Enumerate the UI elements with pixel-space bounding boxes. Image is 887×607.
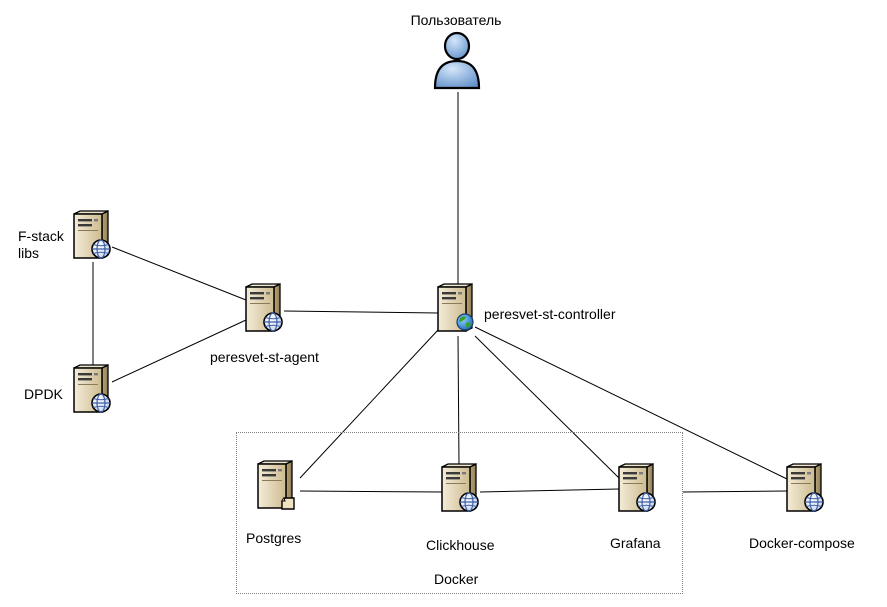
edge-clickhouse-grafana (479, 488, 620, 493)
edge-fstack-agent (111, 246, 247, 301)
edge-controller-clickhouse (457, 335, 460, 466)
edge-controller-grafana (474, 335, 620, 479)
docker-compose-label: Docker-compose (749, 535, 855, 551)
edge-postgres-clickhouse (299, 490, 443, 493)
clickhouse-server-icon[interactable] (440, 462, 480, 518)
user-icon[interactable] (432, 30, 482, 92)
edge-controller-compose (474, 326, 790, 481)
docker-group-box (236, 432, 683, 594)
grafana-label: Grafana (610, 535, 661, 551)
edge-layer (92, 92, 790, 493)
agent-label: peresvet-st-agent (210, 349, 319, 365)
edge-dpdk-agent (111, 319, 247, 383)
fstack-server-icon[interactable] (72, 209, 112, 265)
edge-group-compose (682, 490, 788, 493)
postgres-label: Postgres (246, 530, 302, 546)
postgres-server-icon[interactable] (256, 459, 296, 515)
controller-server-icon[interactable] (436, 282, 476, 338)
clickhouse-label: Clickhouse (426, 537, 495, 553)
controller-label: peresvet-st-controller (484, 306, 616, 322)
dpdk-label: DPDK (24, 386, 63, 402)
grafana-server-icon[interactable] (617, 462, 657, 518)
fstack-label: F-stack libs (18, 228, 64, 261)
docker-group-label: Docker (434, 571, 479, 587)
dpdk-server-icon[interactable] (72, 363, 112, 419)
edge-controller-postgres (299, 329, 439, 479)
edge-agent-controller (283, 310, 439, 314)
user-label: Пользователь (410, 12, 502, 28)
agent-server-icon[interactable] (244, 282, 284, 338)
docker-compose-server-icon[interactable] (785, 462, 825, 518)
